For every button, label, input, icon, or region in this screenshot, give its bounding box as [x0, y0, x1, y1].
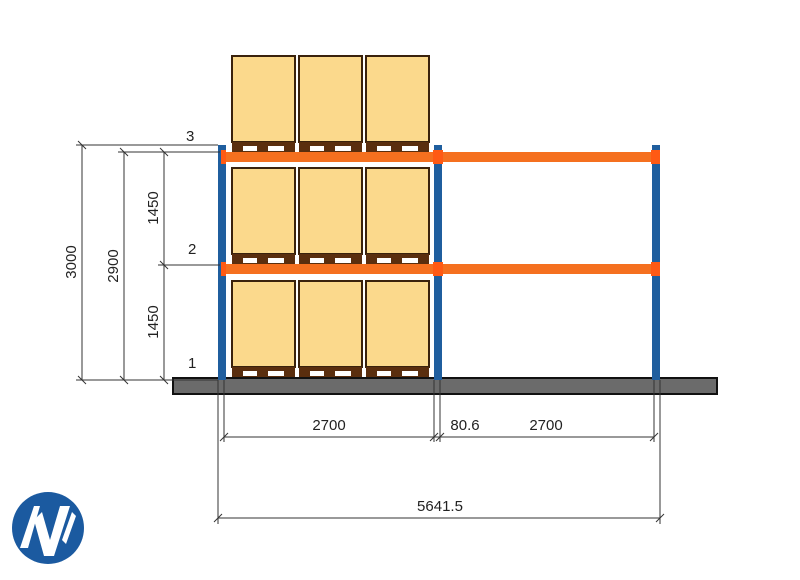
pallet-block [366, 371, 377, 377]
pallet-block [418, 258, 429, 264]
pallet-block [299, 146, 310, 152]
pallet-block [351, 258, 362, 264]
beam-level-3-bay-1 [223, 152, 437, 162]
dim-level-2-3: 1450 [145, 191, 162, 224]
pallet-deck [232, 254, 295, 258]
dim-overall-length: 5641.5 [417, 498, 463, 515]
dim-top-beam-height: 2900 [105, 249, 122, 282]
pallet-deck [299, 254, 362, 258]
pallet-block [391, 371, 402, 377]
pallet-block [299, 371, 310, 377]
pallet-block [351, 371, 362, 377]
pallet-deck [232, 367, 295, 371]
level-label-1: 1 [188, 355, 196, 372]
pallet-deck [232, 142, 295, 146]
level-label-3: 3 [186, 128, 194, 145]
pallet-block [284, 371, 295, 377]
pallet-deck [366, 367, 429, 371]
pallet-deck [299, 142, 362, 146]
pallet-deck [299, 367, 362, 371]
pallet-block [366, 146, 377, 152]
pallet-block [418, 146, 429, 152]
pallet-block [232, 371, 243, 377]
beams [221, 150, 660, 276]
pallet-load [365, 167, 430, 255]
pallet-block [324, 146, 335, 152]
pallet-load [298, 55, 363, 143]
pallet-load [231, 55, 296, 143]
pallet-block [257, 146, 268, 152]
dim-level-1-2: 1450 [145, 305, 162, 338]
pallet-block [284, 146, 295, 152]
pallet-load [298, 167, 363, 255]
pallet-load [365, 55, 430, 143]
pallet-block [391, 258, 402, 264]
pallet-block [232, 258, 243, 264]
pallet-loads [231, 55, 430, 378]
level-label-2: 2 [188, 241, 196, 258]
pallet-load [231, 167, 296, 255]
dimension-lines [76, 140, 665, 524]
dim-bay-1-width: 2700 [312, 417, 345, 434]
pallet-deck [366, 142, 429, 146]
pallet-block [232, 146, 243, 152]
pallet-block [418, 371, 429, 377]
floor-slab [172, 377, 718, 395]
pallet-block [257, 258, 268, 264]
beam-level-2-bay-2 [439, 264, 656, 274]
pallet-load [231, 280, 296, 368]
pallet-load [365, 280, 430, 368]
beam-level-3-bay-2 [439, 152, 656, 162]
pallet-block [391, 146, 402, 152]
pallet-block [299, 258, 310, 264]
pallet-block [324, 371, 335, 377]
pallet-block [351, 146, 362, 152]
dim-total-height: 3000 [63, 245, 80, 278]
pallet-block [257, 371, 268, 377]
pallet-block [366, 258, 377, 264]
dim-bay-2-width: 2700 [529, 417, 562, 434]
company-logo-icon [12, 492, 84, 564]
pallet-block [324, 258, 335, 264]
beam-level-2-bay-1 [223, 264, 437, 274]
pallet-load [298, 280, 363, 368]
dim-upright-gap: 80.6 [450, 417, 479, 434]
pallet-deck [366, 254, 429, 258]
pallet-block [284, 258, 295, 264]
